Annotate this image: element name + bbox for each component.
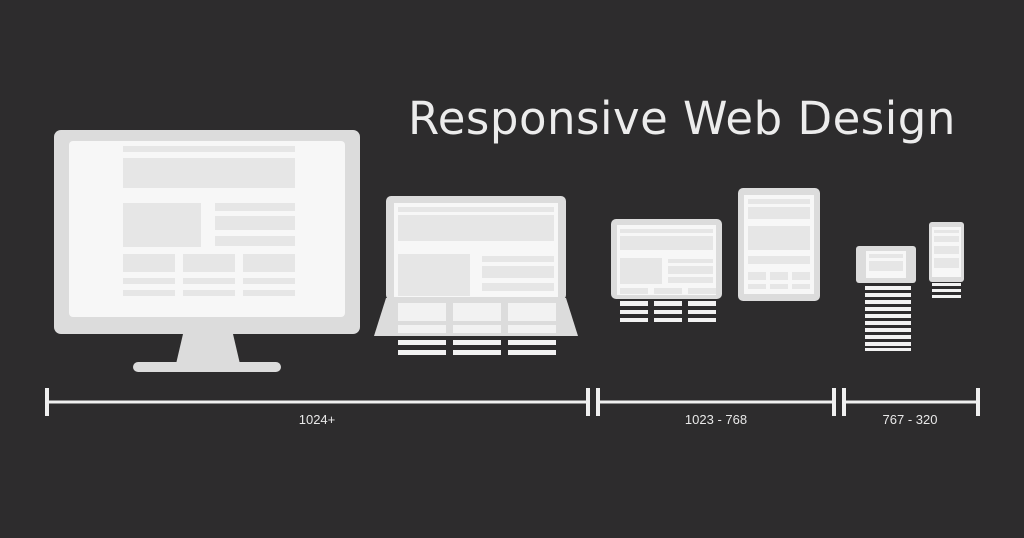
phone-portrait-icon — [929, 222, 964, 298]
tablet-portrait-icon — [738, 188, 820, 301]
monitor-icon — [54, 130, 360, 372]
laptop-icon — [374, 196, 578, 355]
range-label-desktop: 1024+ — [298, 412, 336, 427]
page-title: Responsive Web Design — [408, 92, 956, 145]
breakpoint-ruler — [45, 388, 980, 416]
phone-landscape-icon — [856, 246, 916, 351]
range-segment-desktop — [45, 388, 590, 416]
range-segment-mobile — [842, 388, 980, 416]
tablet-landscape-icon — [611, 219, 722, 322]
range-label-mobile: 767 - 320 — [882, 412, 938, 427]
range-segment-tablet — [596, 388, 836, 416]
range-label-tablet: 1023 - 768 — [684, 412, 748, 427]
